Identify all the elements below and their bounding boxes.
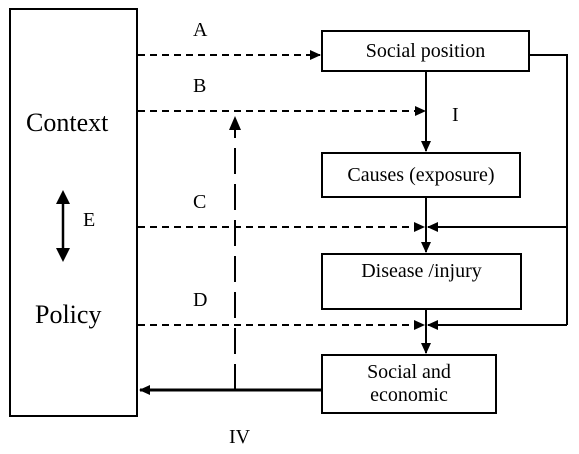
pathway-c-label: C (193, 191, 207, 213)
feedback-up-arrowhead (229, 116, 241, 130)
social-position-text: Social position (365, 39, 486, 62)
social-position-feedback-line (529, 54, 568, 325)
disease-text: Disease /injury (361, 259, 482, 282)
stage-iv-label: IV (229, 426, 251, 448)
context-policy-double-arrow (56, 190, 70, 262)
causes-text: Causes (exposure) (347, 163, 495, 186)
pathway-a-label: A (193, 19, 208, 41)
context-policy-box (9, 8, 138, 417)
e-label: E (83, 209, 96, 231)
consequences-box (321, 354, 497, 414)
consequences-text: Social and economic (322, 355, 496, 413)
consequences-line-1: Social and (367, 361, 451, 383)
policy-label: Policy (35, 300, 102, 329)
pathway-b-label: B (193, 75, 207, 97)
stage-i-label: I (452, 104, 459, 126)
context-label: Context (26, 108, 109, 137)
disease-box (321, 253, 522, 310)
causes-box (321, 152, 521, 198)
pathway-d-label: D (193, 289, 208, 311)
consequences-line-2: economic (370, 384, 448, 406)
